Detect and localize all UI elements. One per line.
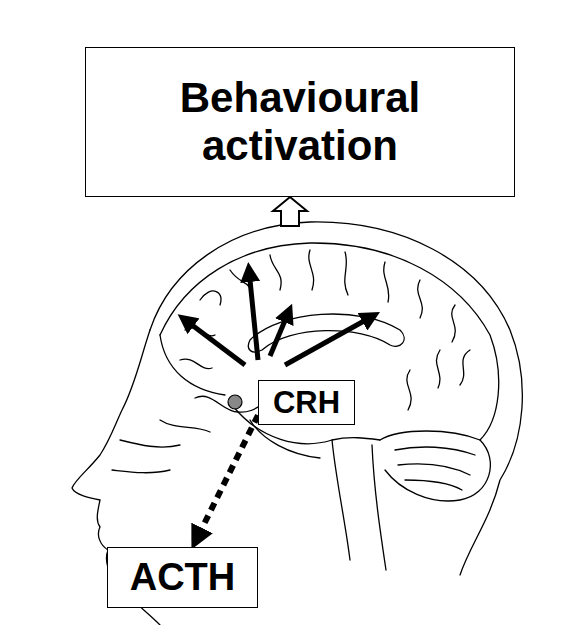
projection-arrow (249, 270, 258, 360)
hormone-label-box: ACTH (107, 547, 258, 608)
node-text-group: Behavioural activation (116, 74, 484, 171)
skull-outline (150, 222, 522, 575)
nasal-cavity (112, 440, 180, 473)
brain-outline (160, 243, 499, 440)
node-label: CRH (273, 385, 340, 421)
node-label: Behavioural activation (116, 74, 484, 171)
head-outline (72, 222, 522, 625)
brainstem (332, 440, 386, 570)
hormone-label-box: CRH (258, 380, 355, 425)
projection-arrow (285, 316, 373, 365)
node-text-group: ACTH (130, 556, 236, 600)
node-label: ACTH (130, 556, 236, 600)
pituitary-gland (228, 395, 242, 409)
hollow-arrow (273, 197, 307, 226)
cerebellum-folds (395, 447, 475, 490)
node-text-group: CRH (273, 385, 340, 421)
crh-projection-arrows (184, 270, 373, 365)
outcome-box: Behavioural activation (85, 47, 515, 197)
dashed-arrow (199, 415, 258, 534)
cerebellum (380, 431, 490, 501)
projection-arrow (270, 311, 289, 356)
projection-arrow (184, 319, 245, 365)
